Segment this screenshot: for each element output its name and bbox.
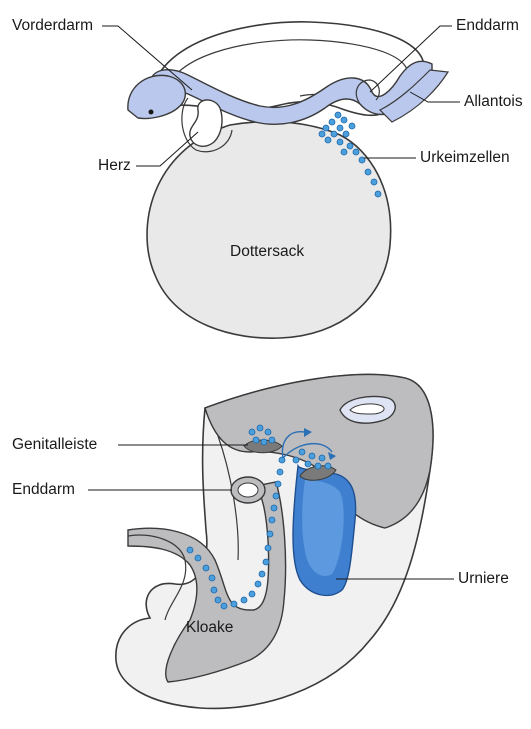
top-embryo-drawing: Dottersack bbox=[128, 22, 448, 338]
head-fold bbox=[128, 75, 185, 118]
dottersack-label: Dottersack bbox=[230, 243, 304, 260]
allantois-label: Allantois bbox=[464, 93, 523, 110]
kloake-label: Kloake bbox=[186, 619, 233, 636]
bottom-embryo-section-drawing: Kloake bbox=[116, 375, 433, 709]
mesonephros-inner bbox=[302, 480, 344, 576]
urkeimzellen-label: Urkeimzellen bbox=[420, 149, 510, 166]
vorderdarm-label: Vorderdarm bbox=[12, 17, 93, 34]
enddarm-bottom-label: Enddarm bbox=[12, 481, 75, 498]
herz-label: Herz bbox=[98, 157, 131, 174]
enddarm-ring-inner bbox=[238, 483, 258, 497]
eye-dot bbox=[149, 110, 154, 115]
enddarm-top-label: Enddarm bbox=[456, 17, 519, 34]
urniere-label: Urniere bbox=[458, 570, 509, 587]
genitalleiste-label: Genitalleiste bbox=[12, 436, 97, 453]
heart bbox=[190, 100, 222, 146]
